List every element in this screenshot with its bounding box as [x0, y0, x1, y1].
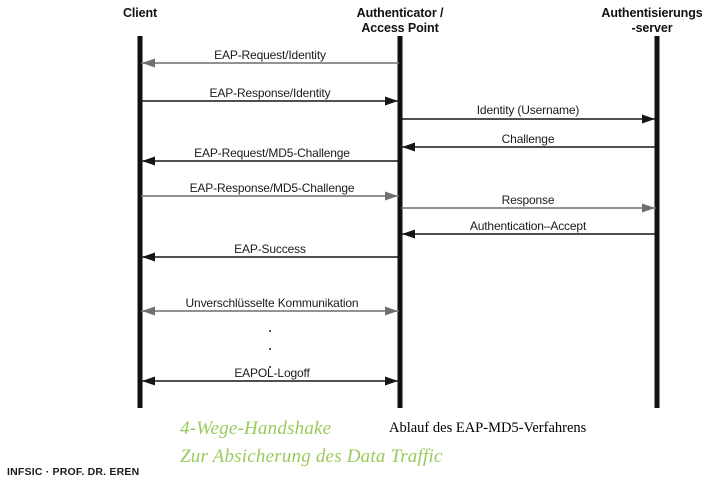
ellipsis-dot	[269, 330, 271, 332]
arrowhead-challenge	[402, 142, 415, 152]
lifeline-auth-server	[654, 36, 660, 408]
footer-credit: INFSIC · PROF. DR. EREN	[7, 466, 140, 478]
lifeline-client	[137, 36, 143, 408]
actor-header-auth-server: Authentisierungs -server	[601, 6, 703, 35]
arrowhead-eap-response-identity	[385, 96, 398, 106]
arrowhead-identity-username	[642, 114, 655, 124]
arrowhead-left-unverschluesselte-kommunikation	[142, 306, 155, 316]
ellipsis-dot	[269, 348, 271, 350]
message-label-eapol-logoff: EAPOL-Logoff	[234, 366, 310, 380]
arrowhead-eap-request-md5-challenge	[142, 156, 155, 166]
message-label-eap-request-identity: EAP-Request/Identity	[214, 48, 326, 62]
caption-green-line2: Zur Absicherung des Data Traffic	[180, 446, 443, 467]
message-label-identity-username: Identity (Username)	[476, 103, 580, 117]
arrowhead-eap-response-md5-challenge	[385, 191, 398, 201]
arrowhead-eap-success	[142, 252, 155, 262]
message-label-unverschluesselte-kommunikation: Unverschlüsselte Kommunikation	[185, 296, 359, 310]
arrowhead-right-unverschluesselte-kommunikation	[385, 306, 398, 316]
message-label-eap-response-md5-challenge: EAP-Response/MD5-Challenge	[189, 181, 355, 195]
arrowhead-response	[642, 203, 655, 213]
actor-header-authenticator: Authenticator / Access Point	[356, 6, 444, 35]
message-label-response: Response	[501, 193, 555, 207]
message-label-authentication-accept: Authentication–Accept	[469, 219, 587, 233]
ellipsis-dot	[269, 366, 271, 368]
message-label-challenge: Challenge	[501, 132, 555, 146]
arrowhead-authentication-accept	[402, 229, 415, 239]
message-label-eap-request-md5-challenge: EAP-Request/MD5-Challenge	[194, 146, 350, 160]
message-label-eap-success: EAP-Success	[234, 242, 306, 256]
message-label-eap-response-identity: EAP-Response/Identity	[209, 86, 331, 100]
caption-diagram-title: Ablauf des EAP-MD5-Verfahrens	[389, 420, 587, 436]
arrowhead-right-eapol-logoff	[385, 376, 398, 386]
lifeline-authenticator	[397, 36, 403, 408]
arrowhead-left-eapol-logoff	[142, 376, 155, 386]
caption-green-line1: 4-Wege-Handshake	[180, 418, 332, 439]
actor-header-client: Client	[122, 6, 158, 20]
arrowhead-eap-request-identity	[142, 58, 155, 68]
